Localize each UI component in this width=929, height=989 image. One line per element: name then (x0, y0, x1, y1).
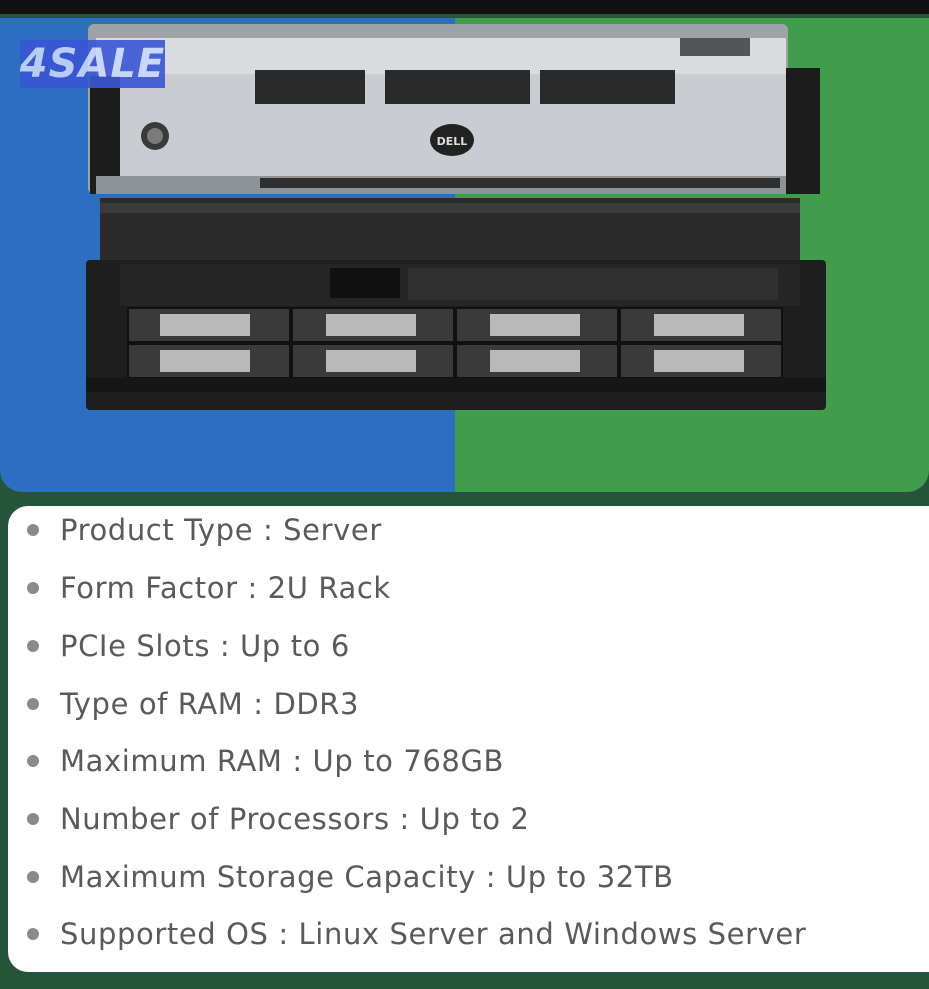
top-strip (0, 0, 929, 14)
list-item: PCIe Slots : Up to 6 (8, 617, 929, 675)
4sale-badge: 4SALE (20, 40, 165, 88)
list-item: Type of RAM : DDR3 (8, 675, 929, 733)
spec-text: Form Factor : 2U Rack (60, 571, 391, 605)
spec-text: Supported OS : Linux Server and Windows … (60, 917, 807, 951)
bullet-icon (27, 928, 39, 940)
list-item: Number of Processors : Up to 2 (8, 790, 929, 848)
spec-text: PCIe Slots : Up to 6 (60, 629, 350, 663)
server-illustration: DELL (0, 18, 929, 492)
bullet-icon (27, 524, 39, 536)
bullet-icon (27, 582, 39, 594)
bullet-icon (27, 698, 39, 710)
bullet-icon (27, 813, 39, 825)
spec-text: Product Type : Server (60, 513, 382, 547)
dell-logo-icon (430, 124, 474, 156)
spec-text: Number of Processors : Up to 2 (60, 802, 530, 836)
list-item: Supported OS : Linux Server and Windows … (8, 905, 929, 963)
bullet-icon (27, 871, 39, 883)
4sale-badge-text: 4SALE (19, 41, 166, 87)
bullet-icon (27, 755, 39, 767)
spec-text: Maximum RAM : Up to 768GB (60, 744, 505, 778)
svg-text:DELL: DELL (437, 135, 468, 148)
spec-text: Maximum Storage Capacity : Up to 32TB (60, 860, 674, 894)
list-item: Form Factor : 2U Rack (8, 559, 929, 617)
bullet-icon (27, 640, 39, 652)
list-item: Maximum Storage Capacity : Up to 32TB (8, 848, 929, 906)
spec-text: Type of RAM : DDR3 (60, 687, 360, 721)
list-item: Product Type : Server (8, 501, 929, 559)
product-image: DELL (0, 18, 929, 492)
spec-list-card: Product Type : Server Form Factor : 2U R… (8, 506, 929, 972)
list-item: Maximum RAM : Up to 768GB (8, 732, 929, 790)
